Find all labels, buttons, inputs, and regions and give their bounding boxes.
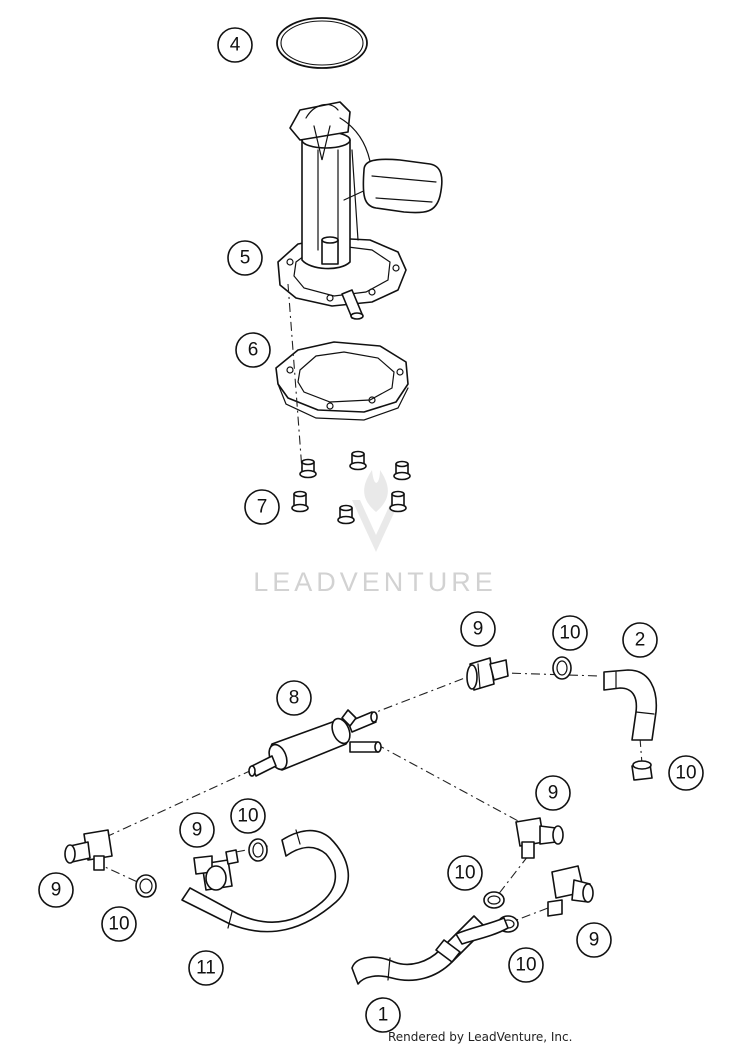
- quick-connector[interactable]: [515, 817, 564, 859]
- svg-text:10: 10: [515, 955, 536, 976]
- o-ring[interactable]: [276, 17, 368, 69]
- callout-10: 10: [508, 947, 544, 983]
- callout-10: 10: [668, 755, 704, 791]
- footer-credit: Rendered by LeadVenture, Inc.: [388, 1030, 573, 1044]
- fuel-pump-assembly[interactable]: [277, 101, 443, 320]
- quick-connector[interactable]: [466, 657, 509, 691]
- hose-clamp[interactable]: [135, 874, 157, 898]
- screw[interactable]: [337, 504, 355, 525]
- svg-text:9: 9: [192, 820, 203, 841]
- svg-text:10: 10: [559, 623, 580, 644]
- callout-11: 11: [188, 950, 224, 986]
- callout-9: 9: [179, 812, 215, 848]
- svg-text:7: 7: [257, 497, 268, 518]
- hose-clamp[interactable]: [248, 838, 268, 862]
- callout-6: 6: [235, 332, 271, 368]
- fuel-hose-left[interactable]: [181, 829, 350, 933]
- svg-text:10: 10: [454, 863, 475, 884]
- quick-connector[interactable]: [547, 865, 594, 917]
- svg-text:9: 9: [51, 880, 62, 901]
- callout-10: 10: [447, 855, 483, 891]
- flange-gasket[interactable]: [275, 341, 409, 421]
- fuel-hose-right[interactable]: [351, 915, 509, 985]
- svg-text:1: 1: [378, 1005, 389, 1026]
- hose-clamp[interactable]: [483, 891, 505, 909]
- hose-clamp[interactable]: [552, 656, 572, 680]
- quick-connector[interactable]: [64, 829, 113, 871]
- quick-connector[interactable]: [193, 849, 239, 891]
- callout-10: 10: [101, 906, 137, 942]
- svg-text:2: 2: [635, 630, 646, 651]
- svg-text:6: 6: [248, 340, 259, 361]
- screw[interactable]: [349, 450, 367, 471]
- callout-5: 5: [227, 240, 263, 276]
- svg-text:9: 9: [473, 619, 484, 640]
- watermark-brand-text: LEADVENTURE: [253, 567, 497, 597]
- callout-9: 9: [576, 922, 612, 958]
- screw[interactable]: [389, 490, 407, 513]
- callout-7: 7: [244, 489, 280, 525]
- svg-text:10: 10: [108, 914, 129, 935]
- svg-text:10: 10: [237, 806, 258, 827]
- svg-text:10: 10: [675, 763, 696, 784]
- callout-2: 2: [622, 622, 658, 658]
- callout-9: 9: [535, 775, 571, 811]
- svg-text:9: 9: [548, 783, 559, 804]
- callout-8: 8: [276, 680, 312, 716]
- svg-text:9: 9: [589, 930, 600, 951]
- hose-clamp[interactable]: [631, 760, 653, 781]
- screw[interactable]: [393, 460, 411, 481]
- screw[interactable]: [299, 458, 317, 479]
- svg-text:5: 5: [240, 248, 251, 269]
- callout-1: 1: [365, 997, 401, 1033]
- svg-text:4: 4: [230, 35, 241, 56]
- svg-text:8: 8: [289, 688, 300, 709]
- fuel-filter[interactable]: [248, 709, 382, 777]
- callout-4: 4: [217, 27, 253, 63]
- callout-10: 10: [230, 798, 266, 834]
- screw[interactable]: [291, 490, 309, 513]
- callout-10: 10: [552, 615, 588, 651]
- fuel-hose-upper[interactable]: [603, 669, 658, 741]
- flange-screws[interactable]: [291, 450, 411, 525]
- watermark-logo-icon: [352, 470, 400, 552]
- svg-text:11: 11: [196, 958, 216, 979]
- callout-9: 9: [38, 872, 74, 908]
- callout-9: 9: [460, 611, 496, 647]
